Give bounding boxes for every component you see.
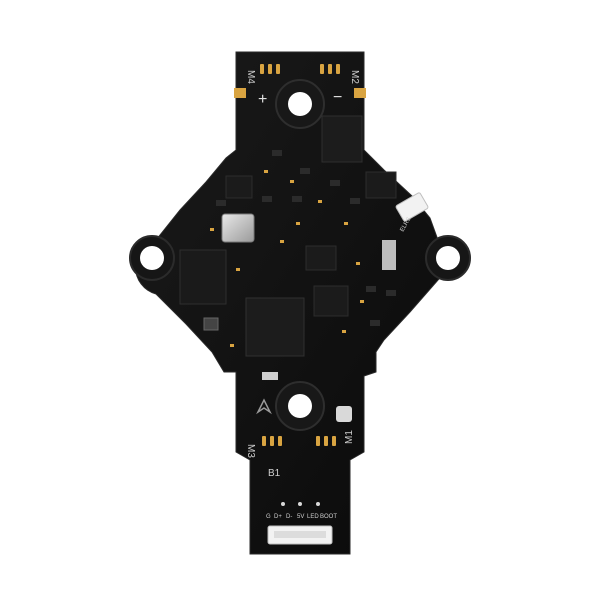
usb-pin-labels: G D+ D- 5V LED BOOT	[266, 514, 337, 520]
svg-text:LED: LED	[307, 514, 319, 520]
motor-pads-m1	[316, 436, 336, 446]
bottom-mount-hole	[288, 394, 312, 418]
usb-test-points	[281, 502, 320, 506]
sensor-component	[203, 317, 219, 331]
battery-pad-plus	[234, 88, 246, 98]
svg-text:D+: D+	[274, 514, 282, 520]
left-mount-hole	[140, 246, 164, 270]
svg-text:G: G	[266, 514, 271, 520]
button-component	[262, 372, 278, 380]
shield-can	[221, 213, 255, 243]
receiver-connector	[395, 192, 429, 222]
svg-text:D-: D-	[286, 514, 292, 520]
svg-text:BOOT: BOOT	[320, 514, 337, 520]
label-minus: −	[333, 89, 342, 106]
label-b1: B1	[268, 468, 281, 479]
receiver-chip	[365, 171, 397, 199]
battery-pad-minus	[354, 88, 366, 98]
right-mount-hole	[436, 246, 460, 270]
passive-components	[210, 170, 364, 347]
motor-pads-m4	[260, 64, 280, 74]
mcu-chip	[245, 297, 305, 357]
motor-pads-m3	[262, 436, 282, 446]
label-plus: +	[258, 91, 267, 108]
regulator-chip	[305, 245, 337, 271]
crystal-component	[382, 240, 396, 270]
arrow-icon	[256, 398, 272, 415]
gyro-chip	[179, 249, 227, 305]
driver-chip	[225, 175, 253, 199]
passive-components-dark	[216, 150, 396, 326]
logo-icon	[336, 406, 352, 422]
mosfet-chip	[321, 115, 363, 163]
label-m2: M2	[349, 70, 360, 84]
motor-pads-m2	[320, 64, 340, 74]
label-m1: M1	[344, 430, 355, 444]
label-m4: M4	[245, 70, 256, 84]
top-mount-hole	[288, 92, 312, 116]
usb-connector-slot	[274, 531, 326, 538]
label-m3: M3	[245, 444, 256, 458]
osd-chip	[313, 285, 349, 317]
svg-text:5V: 5V	[297, 514, 304, 520]
